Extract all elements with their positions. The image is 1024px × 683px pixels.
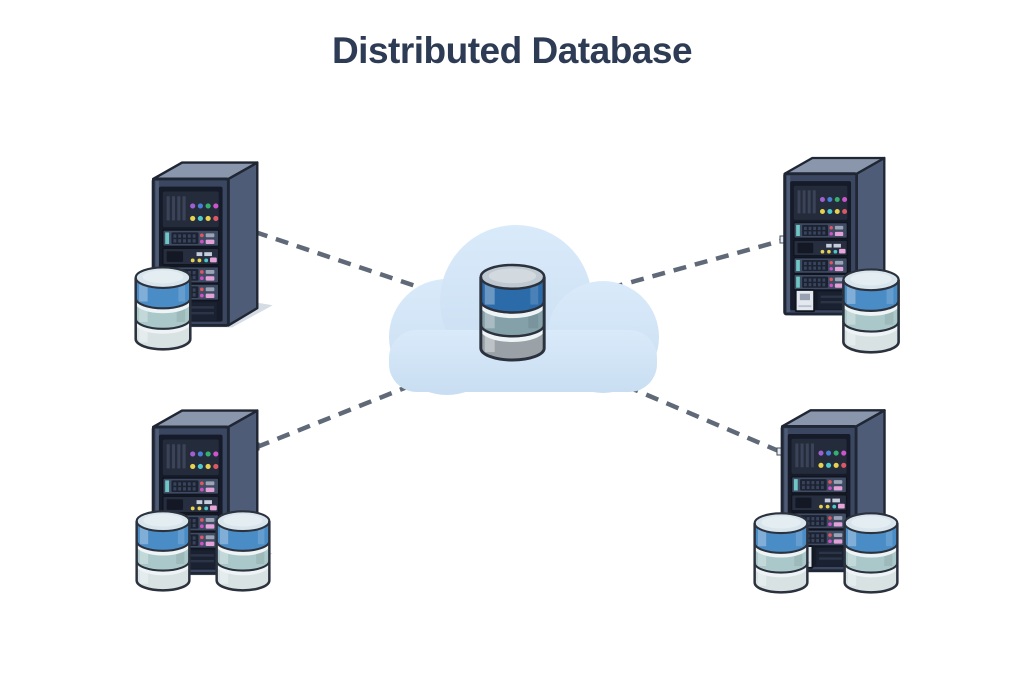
server-node-bottom-left [137,411,273,591]
connection-dashed-line-bottom-right [625,383,782,455]
database-icon [136,267,191,349]
connections [250,227,787,456]
connection-dashed-line-bottom-left [256,374,433,450]
cloud-database-node [389,225,659,395]
server-node-top-right [785,158,899,352]
database-icon [843,269,898,352]
cloud-icon [389,225,659,395]
server-node-top-left [136,163,273,350]
connection-dashed-line-top-left [254,229,449,300]
server-node-bottom-right [755,410,900,592]
connection-dashed-line-top-right [609,237,785,291]
database-icon [217,511,270,590]
diagram-title: Distributed Database [331,30,693,71]
central-database-icon [481,265,544,360]
database-icon [137,511,190,590]
database-icon [755,513,808,592]
database-icon [845,513,898,592]
